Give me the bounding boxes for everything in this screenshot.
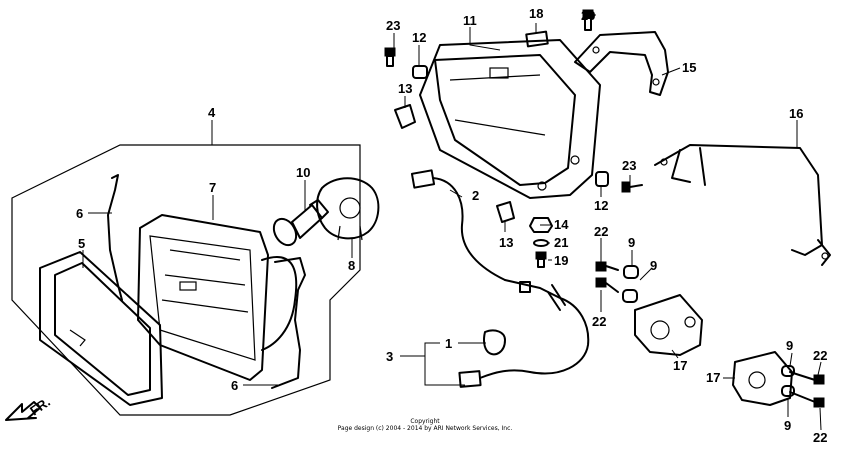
bolt-22-b[interactable] [595,277,619,293]
bolt-23-upper[interactable] [384,47,396,67]
rubber-9-b[interactable] [622,289,638,303]
callout-8: 8 [348,258,355,273]
callout-9-d: 9 [784,418,791,433]
callout-22-b: 22 [592,314,606,329]
callout-12-right: 12 [594,198,608,213]
callout-23-right: 23 [622,158,636,173]
label-plate[interactable] [525,30,549,48]
callout-2: 2 [472,188,479,203]
callout-20: 20 [581,8,595,23]
callout-23-upper: 23 [386,18,400,33]
callout-17-lower: 17 [706,370,720,385]
bolt-22-a[interactable] [595,261,619,272]
mounting-spring-upper[interactable] [107,174,123,301]
callout-7: 7 [209,180,216,195]
callout-9-c: 9 [786,338,793,353]
bolt-23-right[interactable] [621,181,643,193]
callout-numbers: 4 6 5 7 10 8 6 11 23 12 13 18 20 15 16 2… [76,6,827,445]
socket-cover[interactable] [316,177,380,241]
copyright-notice: Page design (c) 2004 - 2014 by ARI Netwo… [337,425,513,432]
rubber-9-a[interactable] [623,265,639,279]
callout-1: 1 [445,336,452,351]
callout-22-d: 22 [813,430,827,445]
headlight-stay[interactable] [574,31,669,96]
callout-3: 3 [386,349,393,364]
callout-13-upper: 13 [398,81,412,96]
callout-9-b: 9 [650,258,657,273]
callout-5: 5 [78,236,85,251]
wire-harness[interactable] [410,169,590,388]
callout-6-lower: 6 [231,378,238,393]
bulb[interactable] [269,199,329,249]
callout-13-lower: 13 [499,235,513,250]
rubber-9-c[interactable] [781,365,795,377]
callout-21: 21 [554,235,568,250]
clip-nut-13-upper[interactable] [394,104,416,129]
bolt-22-c[interactable] [789,371,825,385]
clip-nut-13-lower[interactable] [496,201,515,223]
callout-10: 10 [296,165,310,180]
collar-12-upper[interactable] [412,65,428,79]
callout-4: 4 [208,105,216,120]
callout-18: 18 [529,6,543,21]
headlight-case[interactable] [419,39,601,199]
callout-9-a: 9 [628,235,635,250]
front-direction-arrow-icon [5,401,41,421]
callout-12-upper: 12 [412,30,426,45]
sealed-beam-unit[interactable] [137,214,298,381]
callout-16: 16 [789,106,803,121]
callout-14: 14 [554,217,569,232]
assembly-outline [11,144,361,416]
callout-22-a: 22 [594,224,608,239]
collar-12-right[interactable] [595,171,609,187]
leader-lines [82,14,822,431]
callout-11: 11 [463,13,477,28]
copyright-heading: Copyright [410,418,440,425]
screw-20[interactable] [582,9,594,31]
nut-14[interactable] [529,217,553,233]
bolt-22-d[interactable] [789,391,825,408]
mount-rubber-17-lower[interactable] [732,351,793,406]
headlight-rim[interactable] [39,251,163,406]
harness-stay[interactable] [654,144,831,266]
rubber-9-d[interactable] [781,385,795,397]
bolt-19[interactable] [535,251,547,268]
washer-21[interactable] [533,239,549,247]
mounting-spring-lower[interactable] [271,257,306,389]
callout-17-upper: 17 [673,358,687,373]
band[interactable] [483,329,506,356]
mount-rubber-17-upper[interactable] [634,294,703,356]
callout-6-upper: 6 [76,206,83,221]
callout-19: 19 [554,253,568,268]
callout-22-c: 22 [813,348,827,363]
callout-15: 15 [682,60,696,75]
